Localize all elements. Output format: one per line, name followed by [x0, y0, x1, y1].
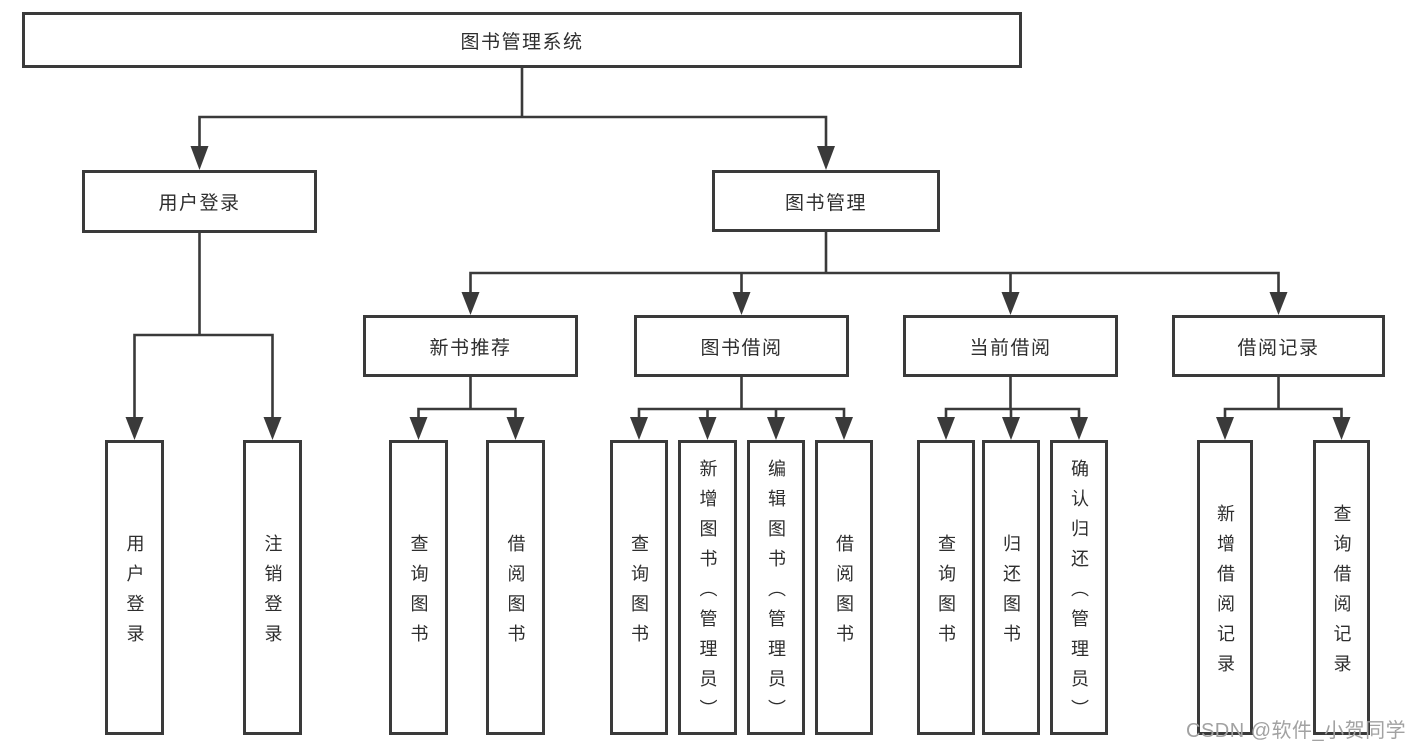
node-book-borrowing: 图书借阅: [634, 315, 849, 377]
leaf-return-books: 归还图书: [982, 440, 1040, 735]
node-new-book-recommendation: 新书推荐: [363, 315, 578, 377]
node-user-login: 用户登录: [82, 170, 317, 233]
leaf-user-login: 用户登录: [105, 440, 164, 735]
leaf-logout: 注销登录: [243, 440, 302, 735]
leaf-query-borrowing-record: 查询借阅记录: [1313, 440, 1370, 735]
leaf-borrow-books: 借阅图书: [815, 440, 873, 735]
node-current-borrowing: 当前借阅: [903, 315, 1118, 377]
leaf-add-book-admin: 新增图书（管理员）: [678, 440, 737, 735]
node-library-management-system: 图书管理系统: [22, 12, 1022, 68]
csdn-watermark: CSDN @软件_小贺同学: [1186, 720, 1405, 742]
leaf-add-borrowing-record: 新增借阅记录: [1197, 440, 1253, 735]
arrowheads: [125, 146, 1351, 440]
leaf-query-books-recommend: 查询图书: [389, 440, 448, 735]
leaf-confirm-return-admin: 确认归还（管理员）: [1050, 440, 1108, 735]
leaf-query-books-borrowing: 查询图书: [610, 440, 668, 735]
leaf-query-books-current: 查询图书: [917, 440, 975, 735]
leaf-edit-book-admin: 编辑图书（管理员）: [747, 440, 805, 735]
node-book-management: 图书管理: [712, 170, 940, 232]
node-borrowing-records: 借阅记录: [1172, 315, 1385, 377]
leaf-borrow-books-recommend: 借阅图书: [486, 440, 545, 735]
